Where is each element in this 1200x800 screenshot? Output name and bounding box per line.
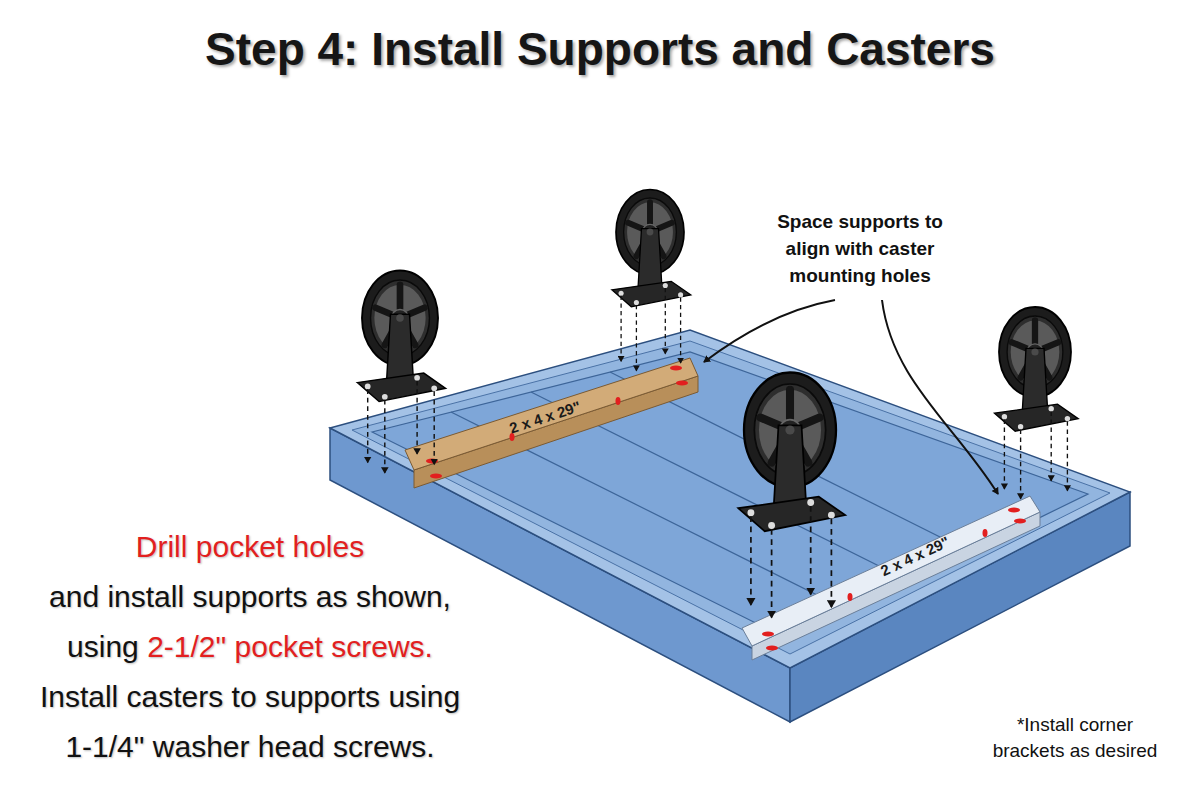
- instruction-highlight: Drill pocket holes: [30, 522, 470, 572]
- caster: [738, 373, 845, 618]
- back-support: [405, 358, 698, 488]
- instruction-highlight: 2-1/2" pocket screws.: [147, 630, 433, 663]
- tray-floor: [372, 352, 1088, 640]
- title: Step 4: Install Supports and Casters: [0, 22, 1200, 76]
- plank-lines: [451, 372, 970, 611]
- callout-note: Space supports to align with caster moun…: [760, 208, 960, 289]
- footnote: *Install corner brackets as desired: [985, 712, 1165, 764]
- instruction-block: Drill pocket holesand install supports a…: [30, 522, 470, 772]
- tray: [330, 330, 1130, 722]
- leader-lines: [704, 300, 998, 494]
- instruction-text: Install casters to supports using 1-1/4"…: [30, 672, 470, 772]
- tray-inner-rim: [352, 341, 1110, 654]
- caster: [357, 271, 445, 473]
- caster: [995, 307, 1079, 499]
- caster: [612, 190, 691, 371]
